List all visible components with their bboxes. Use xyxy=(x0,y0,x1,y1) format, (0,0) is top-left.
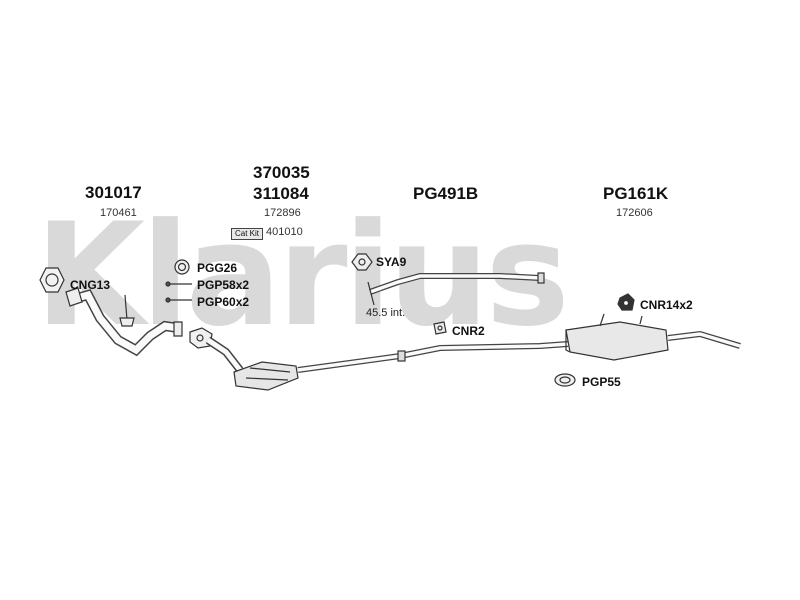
bolt-pgp58-icon xyxy=(165,281,192,287)
sub-number-172606: 172606 xyxy=(616,207,653,219)
part-number-301017: 301017 xyxy=(85,183,142,202)
front-downpipe-icon xyxy=(65,287,183,357)
bolt-clip-icon xyxy=(119,294,135,327)
label-cng13: CNG13 xyxy=(70,278,111,292)
intermediate-pipe-icon xyxy=(367,272,545,306)
rear-silencer-icon xyxy=(565,313,741,361)
label-sya9: SYA9 xyxy=(376,255,407,269)
label-pgp58: PGP58x2 xyxy=(197,278,250,292)
label-pgg26: PGG26 xyxy=(197,261,238,275)
label-pgp60: PGP60x2 xyxy=(197,295,250,309)
label-cnr2: CNR2 xyxy=(452,324,485,338)
gasket-cng13-icon xyxy=(39,267,65,293)
bolt-pgp60-icon xyxy=(165,297,192,303)
label-pgp55: PGP55 xyxy=(582,375,621,389)
sub-number-172896: 172896 xyxy=(264,207,301,219)
catalytic-converter-icon xyxy=(205,336,299,391)
part-number-pg491b: PG491B xyxy=(413,184,479,203)
part-number-370035: 370035 xyxy=(253,163,310,182)
middle-pipe-icon xyxy=(297,341,569,373)
pipe-length-note: 45.5 int. xyxy=(366,307,406,319)
gasket-pgg26-icon xyxy=(174,259,190,275)
cat-kit-badge: Cat Kit xyxy=(231,228,263,240)
cat-kit-code: 401010 xyxy=(266,226,303,238)
clamp-cnr2-icon xyxy=(433,321,447,335)
sub-number-170461: 170461 xyxy=(100,207,137,219)
part-number-pg161k: PG161K xyxy=(603,184,669,203)
part-number-311084: 311084 xyxy=(253,184,309,203)
rubber-mount-cnr14-icon xyxy=(617,293,635,311)
clamp-pgp55-icon xyxy=(554,373,576,387)
label-cnr14: CNR14x2 xyxy=(640,298,693,312)
clamp-sya9-icon xyxy=(351,253,373,271)
